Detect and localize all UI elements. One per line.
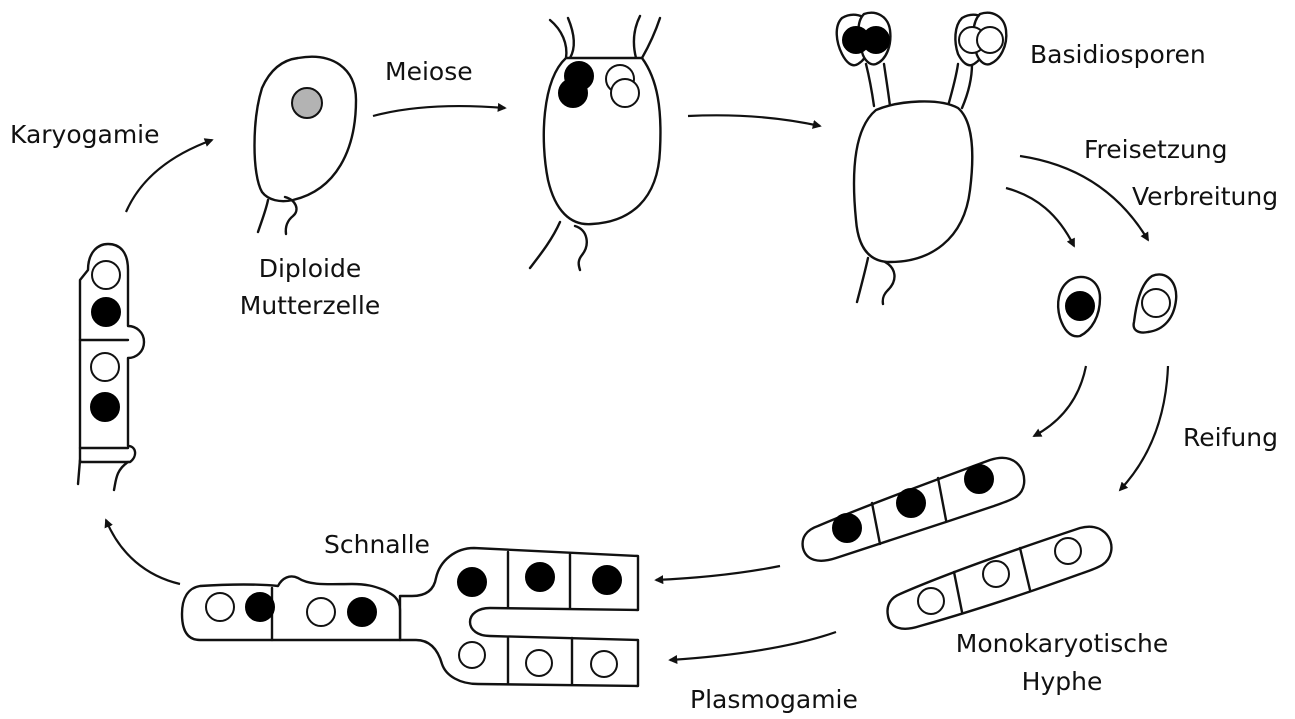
dikaryotic-vertical-hypha — [78, 244, 144, 490]
monokaryotic-hypha-dark — [803, 458, 1025, 561]
arrow-spore-formation — [688, 115, 820, 126]
label-freisetzung: Freisetzung — [1084, 135, 1228, 164]
dikaryon-nucleus-dark — [593, 566, 621, 594]
dikaryon-nucleus-light — [526, 650, 552, 676]
label-monokaryotische: Monokaryotische — [956, 629, 1168, 658]
label-meiose: Meiose — [385, 57, 473, 86]
nucleus-light — [611, 79, 639, 107]
arrow-karyogamie — [126, 140, 212, 212]
arrow-reifung-right — [1120, 366, 1168, 490]
label-schnalle: Schnalle — [324, 530, 430, 559]
dikaryon-nucleus-dark — [458, 568, 486, 596]
dikaryon-nucleus-light — [591, 651, 617, 677]
dikaryotic-hypha-with-clamp — [182, 548, 638, 686]
vertical-nucleus-light — [91, 353, 119, 381]
hypha-nucleus-dark — [965, 465, 993, 493]
clamp-nucleus-light — [206, 593, 234, 621]
label-karyogamie: Karyogamie — [10, 120, 160, 149]
free-spore-nucleus-light — [1142, 289, 1170, 317]
hypha-nucleus-light — [918, 588, 944, 614]
arrow-freisetzung — [1006, 188, 1074, 246]
dikaryon-nucleus-light — [459, 642, 485, 668]
hypha-nucleus-light — [1055, 538, 1081, 564]
free-spore-nucleus-dark — [1066, 292, 1094, 320]
vertical-nucleus-dark — [92, 298, 120, 326]
hypha-nucleus-light — [983, 561, 1009, 587]
label-diploide: Diploide — [259, 254, 362, 283]
basidium-meiosis — [530, 16, 660, 270]
diploid-nucleus — [292, 88, 322, 118]
hypha-nucleus-dark — [833, 514, 861, 542]
arrow-schnalle — [106, 520, 180, 584]
spore-nucleus-dark — [863, 27, 889, 53]
label-verbreitung: Verbreitung — [1132, 182, 1278, 211]
label-reifung: Reifung — [1183, 423, 1278, 452]
clamp-nucleus-dark — [246, 593, 274, 621]
label-plasmogamie: Plasmogamie — [690, 685, 858, 714]
arrow-meiose — [373, 106, 505, 116]
hypha-nucleus-dark — [897, 489, 925, 517]
arrow-plasmogamie-upper — [656, 566, 780, 580]
clamp-nucleus-dark — [348, 598, 376, 626]
released-spores — [1058, 274, 1176, 336]
label-hyphe: Hyphe — [1022, 667, 1103, 696]
arrow-reifung-left — [1034, 366, 1086, 436]
arrow-plasmogamie-lower — [670, 632, 836, 660]
nucleus-dark — [559, 79, 587, 107]
label-mutterzelle: Mutterzelle — [240, 291, 380, 320]
spore-nucleus-light — [977, 27, 1003, 53]
arrow-verbreitung — [1020, 156, 1148, 240]
monokaryotic-hypha-light — [888, 527, 1112, 629]
diploid-mother-cell — [255, 57, 357, 234]
vertical-nucleus-dark — [91, 393, 119, 421]
label-basidiosporen: Basidiosporen — [1030, 40, 1206, 69]
clamp-nucleus-light — [307, 598, 335, 626]
dikaryon-nucleus-dark — [526, 563, 554, 591]
basidium-with-spores — [837, 13, 1007, 304]
vertical-nucleus-light — [92, 261, 120, 289]
